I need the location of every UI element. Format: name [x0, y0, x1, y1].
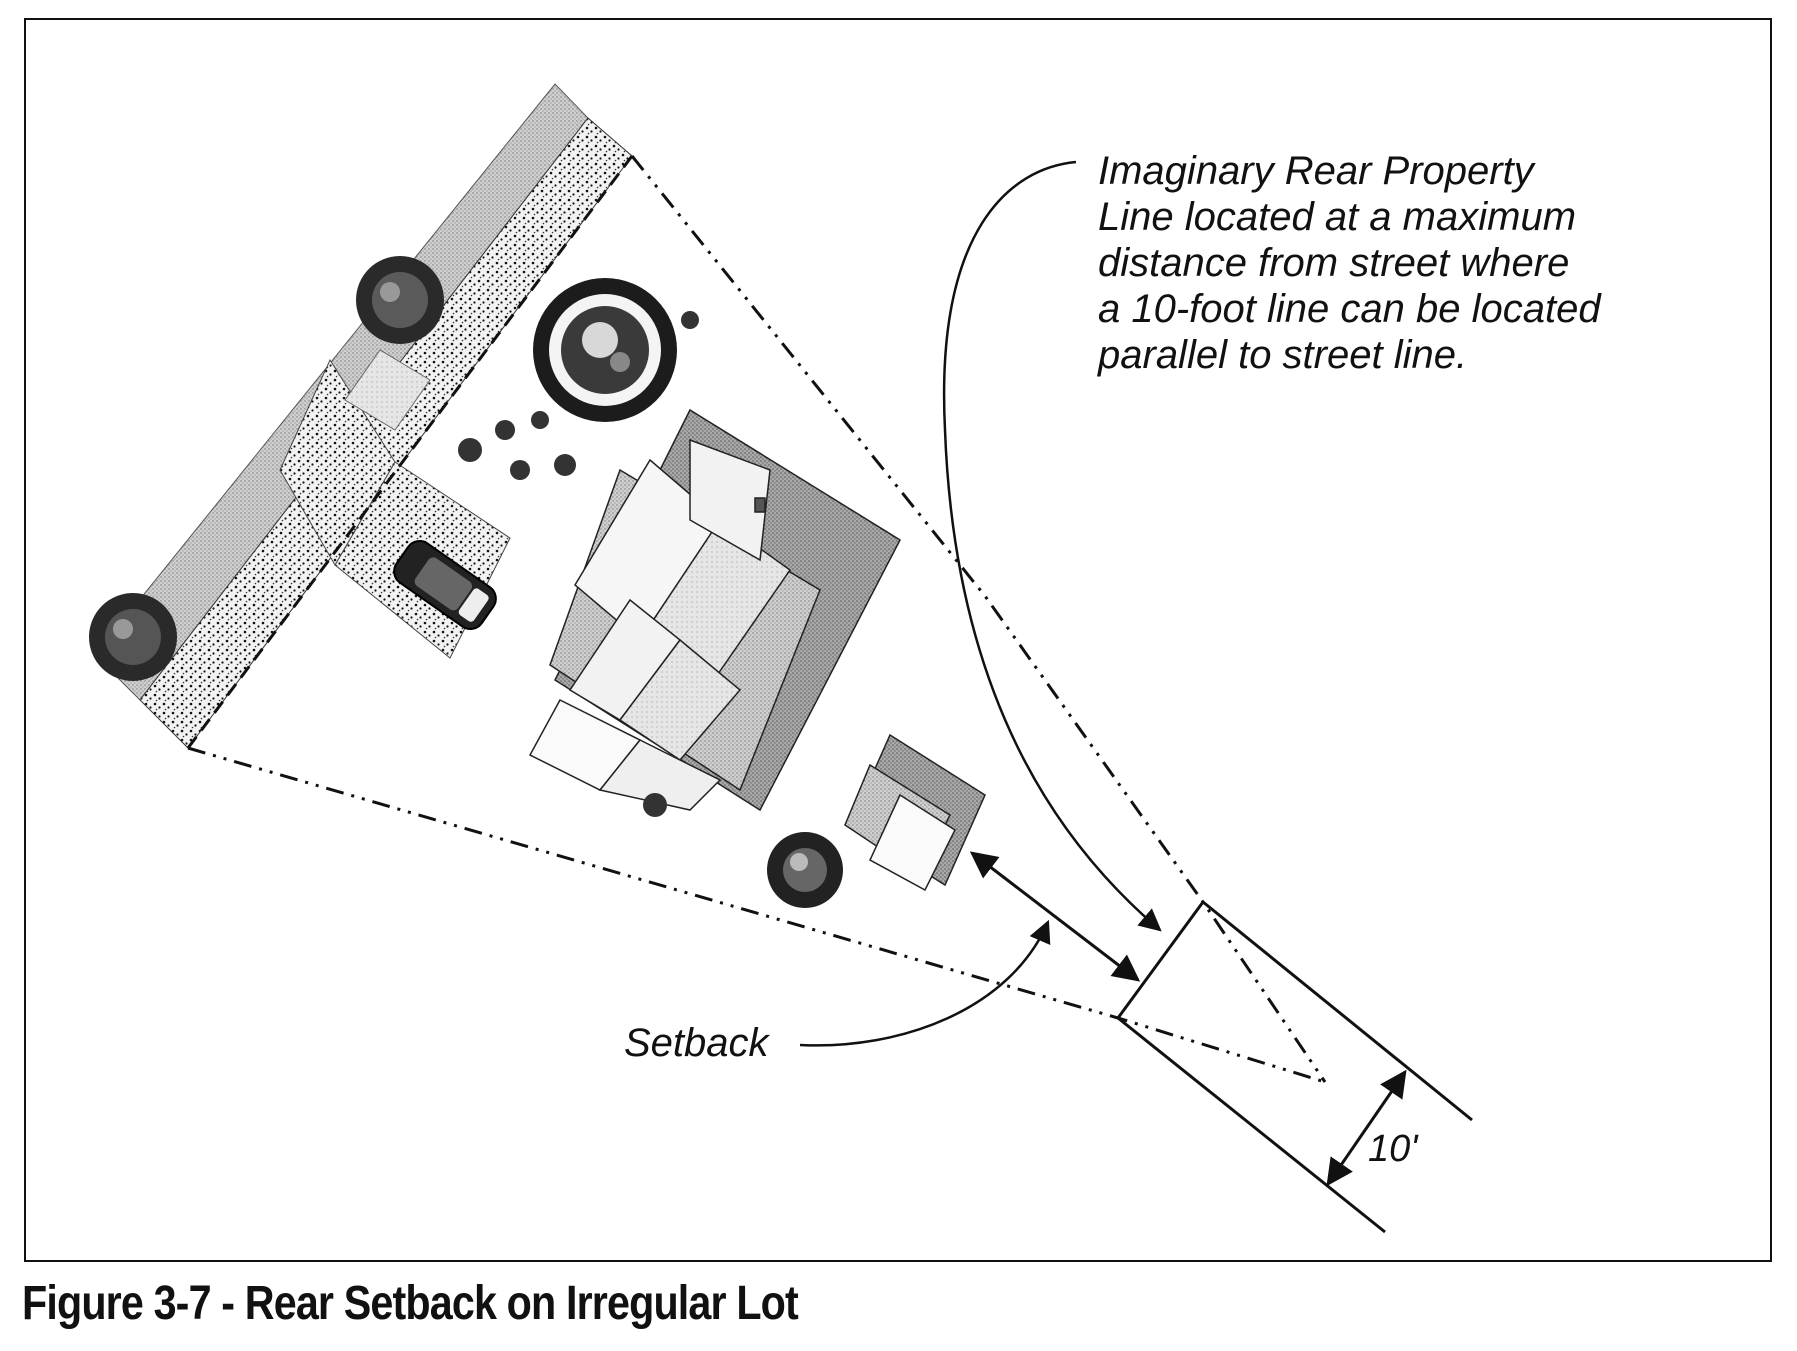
house-icon — [528, 408, 901, 812]
car-icon — [393, 540, 497, 630]
tree-icon — [356, 256, 444, 344]
setback-label: Setback — [624, 1021, 769, 1065]
shed-icon — [844, 733, 986, 892]
tree-icon — [767, 832, 843, 908]
front-walkway — [344, 349, 431, 431]
setback-arrows — [969, 851, 1473, 1234]
figure-caption: Figure 3-7 - Rear Setback on Irregular L… — [22, 1277, 799, 1330]
figure-frame — [24, 18, 1772, 1262]
dimension-label: 10' — [1368, 1128, 1418, 1170]
rear-property-line-note: Imaginary Rear Property Line located at … — [1098, 149, 1601, 377]
tree-icon — [89, 593, 177, 681]
trees — [89, 256, 843, 908]
shrub-icon — [458, 311, 699, 817]
leader-lines — [799, 160, 1162, 1047]
tree-icon — [533, 278, 677, 422]
